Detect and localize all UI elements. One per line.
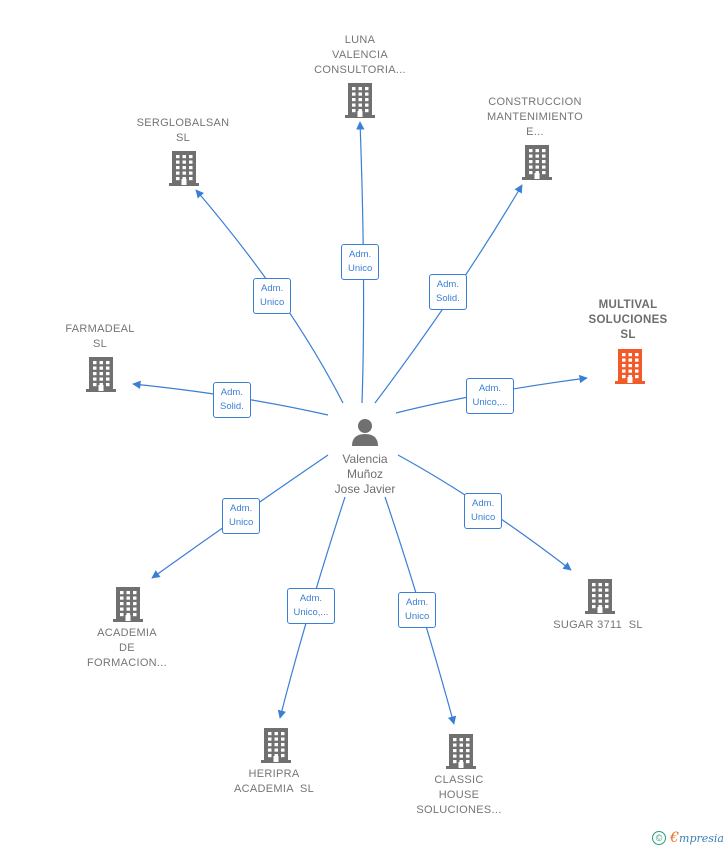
relation-badge-heripra[interactable]: Adm. Unico,...	[286, 588, 336, 624]
company-name-line: SOLUCIONES...	[416, 804, 502, 816]
company-label-multival[interactable]: MULTIVAL SOLUCIONES SL	[563, 298, 693, 343]
company-label-farmadeal[interactable]: FARMADEAL SL	[35, 322, 165, 352]
relation-badge-classic[interactable]: Adm. Unico	[398, 592, 437, 628]
person-name-line: Muñoz	[346, 467, 384, 481]
company-name-line: FORMACION...	[87, 657, 167, 669]
company-name-line: CONSTRUCCION	[488, 96, 582, 108]
company-label-academia[interactable]: ACADEMIA DE FORMACION...	[62, 626, 192, 671]
relation-text: Unico,...	[293, 607, 329, 618]
relation-badge-luna[interactable]: Adm. Unico	[341, 244, 380, 280]
relation-text: Adm.	[349, 249, 372, 260]
building-icon[interactable]	[445, 732, 477, 770]
copyright-notice: ©€mpresia	[652, 830, 724, 846]
relation-text: Adm.	[436, 279, 459, 290]
building-icon[interactable]	[112, 585, 144, 623]
company-name-line: SL	[175, 132, 191, 144]
relation-text: Unico	[471, 512, 496, 523]
building-icon[interactable]	[614, 347, 646, 385]
company-name-line: SERGLOBALSAN	[136, 117, 230, 129]
company-label-luna[interactable]: LUNA VALENCIA CONSULTORIA...	[295, 33, 425, 78]
relation-badge-serglobalsan[interactable]: Adm. Unico	[253, 278, 292, 314]
relation-text: Unico,...	[472, 397, 508, 408]
company-label-serglobalsan[interactable]: SERGLOBALSAN SL	[118, 116, 248, 146]
company-label-sugar[interactable]: SUGAR 3711 SL	[533, 618, 663, 633]
relation-text: Adm.	[261, 283, 284, 294]
company-label-construccion[interactable]: CONSTRUCCION MANTENIMIENTO E...	[470, 95, 600, 140]
relation-text: Solid.	[220, 401, 244, 412]
company-name-line: CLASSIC	[434, 774, 484, 786]
company-label-classic[interactable]: CLASSIC HOUSE SOLUCIONES...	[394, 773, 524, 818]
company-name-line: ACADEMIA	[97, 627, 157, 639]
relation-badge-academia[interactable]: Adm. Unico	[222, 498, 261, 534]
building-icon[interactable]	[260, 726, 292, 764]
company-name-line: VALENCIA	[332, 49, 388, 61]
company-name-line: MULTIVAL	[598, 299, 658, 311]
brand-initial: €	[670, 830, 680, 846]
company-name-line: MANTENIMIENTO	[487, 111, 583, 123]
building-icon[interactable]	[521, 143, 553, 181]
company-name-line: LUNA	[344, 34, 376, 46]
relation-text: Adm.	[299, 593, 323, 604]
relation-text: Unico	[405, 611, 430, 622]
relation-text: Adm.	[220, 387, 243, 398]
brand-logo[interactable]: €mpresia	[670, 830, 724, 846]
person-name-line: Valencia	[342, 452, 388, 466]
company-name-line: DE	[119, 642, 135, 654]
building-icon[interactable]	[85, 355, 117, 393]
company-name-line: FARMADEAL	[65, 323, 135, 335]
relation-text: Unico	[348, 263, 373, 274]
company-name-line: HERIPRA	[248, 768, 300, 780]
relation-text: Unico	[260, 297, 285, 308]
relation-text: Unico	[229, 517, 254, 528]
person-name-line: Jose Javier	[334, 482, 396, 496]
relation-badge-construccion[interactable]: Adm. Solid.	[429, 274, 467, 310]
company-label-heripra[interactable]: HERIPRA ACADEMIA SL	[209, 767, 339, 797]
relation-text: Adm.	[230, 503, 253, 514]
relation-text: Adm.	[406, 597, 429, 608]
company-name-line: SOLUCIONES	[588, 314, 668, 326]
relation-badge-farmadeal[interactable]: Adm. Solid.	[213, 382, 251, 418]
company-name-line: E...	[526, 126, 544, 138]
copyright-icon: ©	[652, 831, 667, 845]
relation-badge-multival[interactable]: Adm. Unico,...	[465, 378, 515, 414]
relation-text: Solid.	[436, 293, 460, 304]
relation-text: Adm.	[478, 383, 502, 394]
company-name-line: SL	[92, 338, 108, 350]
relation-badge-sugar[interactable]: Adm. Unico	[464, 493, 503, 529]
relation-text: Adm.	[472, 498, 495, 509]
brand-name: mpresia	[679, 832, 724, 845]
company-name-line: SUGAR 3711 SL	[553, 619, 643, 631]
building-icon[interactable]	[584, 577, 616, 615]
company-name-line: CONSULTORIA...	[314, 64, 406, 76]
company-name-line: ACADEMIA SL	[233, 783, 314, 795]
building-icon[interactable]	[344, 81, 376, 119]
person-icon[interactable]	[350, 417, 380, 452]
building-icon[interactable]	[168, 149, 200, 187]
company-name-line: SL	[620, 329, 636, 341]
company-name-line: HOUSE	[438, 789, 480, 801]
